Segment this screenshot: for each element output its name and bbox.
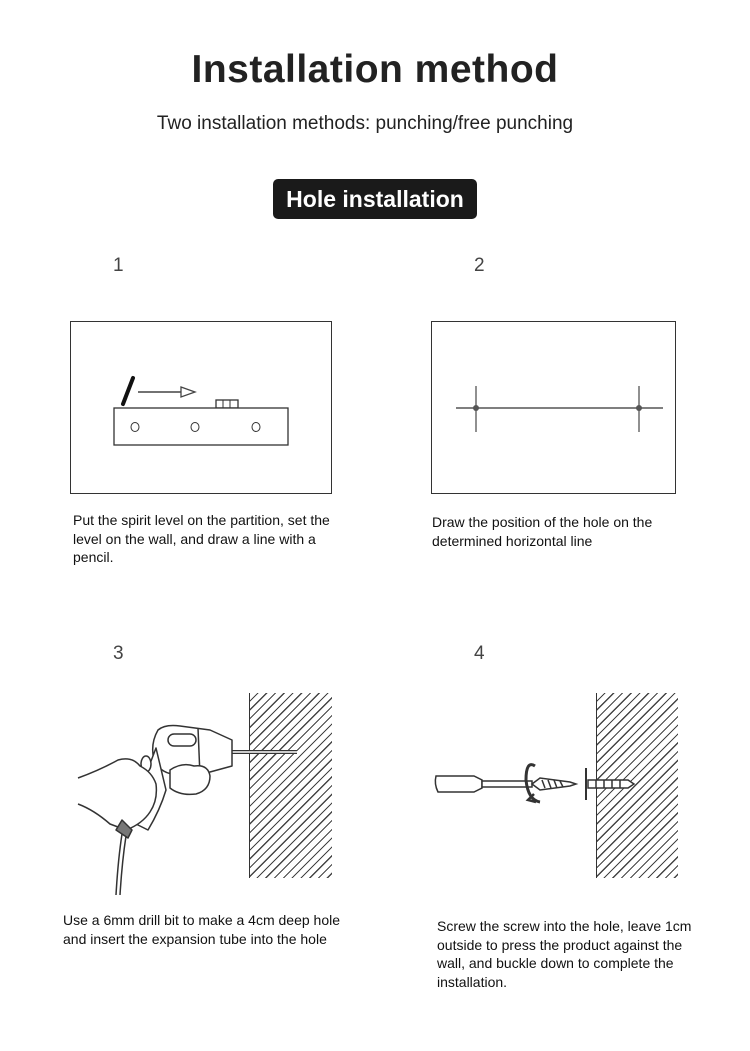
spirit-level-icon <box>113 376 289 446</box>
step-4-number: 4 <box>474 643 485 664</box>
step-2-illustration <box>431 321 676 494</box>
step-1-illustration <box>70 321 332 494</box>
step-4-text: Screw the screw into the hole, leave 1cm… <box>437 918 692 990</box>
drill-icon <box>77 724 297 896</box>
page-subtitle: Two installation methods: punching/free … <box>156 113 574 134</box>
page-title: Installation method <box>191 48 559 91</box>
step-3-wall <box>249 693 332 878</box>
screwdriver-icon <box>434 763 636 804</box>
step-1-number: 1 <box>113 255 124 276</box>
step-2-number: 2 <box>474 255 485 276</box>
step-3-text: Use a 6mm drill bit to make a 4cm deep h… <box>63 912 341 947</box>
section-badge: Hole installation <box>273 179 477 219</box>
step-2-text: Draw the position of the hole on the det… <box>432 514 653 549</box>
horizontal-line-marks-icon <box>456 386 663 432</box>
step-1-text: Put the spirit level on the partition, s… <box>73 512 330 565</box>
step-3-number: 3 <box>113 643 124 664</box>
